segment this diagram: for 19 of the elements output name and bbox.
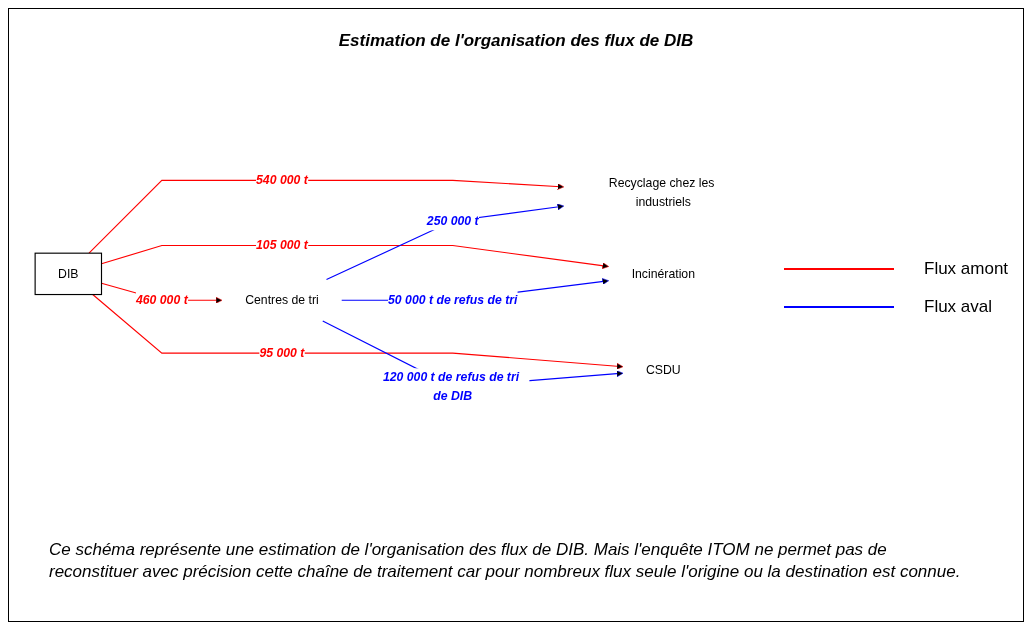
node-text: Incinération — [631, 266, 695, 280]
edge-label: 105 000 t — [256, 238, 308, 252]
edge-label: 50 000 t de refus de tri — [388, 293, 518, 307]
edge-label: 540 000 t — [256, 173, 308, 187]
legend-label: Flux aval — [924, 297, 993, 317]
edge-label: 120 000 t de refus de tri de DIB — [382, 370, 520, 403]
node-box: DIB — [34, 252, 103, 296]
caption: Ce schéma représente une estimation de l'organisation des flux de DIB. Mais l'enquête ITOM ne permet pas de reconstituer avec précision cette chaîne de traitement car pour nombreux flux seule l'origine ou la destination est connue. — [49, 539, 962, 584]
diagram-title: Estimation de l'organisation des flux de DIB — [337, 31, 695, 51]
edge-label: 460 000 t — [135, 293, 188, 307]
node-text: Centres de tri — [245, 293, 319, 307]
node-text: Recyclage chez les industriels — [608, 176, 715, 208]
node-text: CSDU — [645, 363, 681, 377]
arrow — [325, 203, 565, 281]
edge-label: 250 000 t — [426, 214, 479, 228]
edge-label: 95 000 t — [259, 346, 305, 360]
arrow — [92, 293, 624, 370]
legend-label: Flux amont — [924, 259, 1009, 279]
arrow — [88, 179, 565, 254]
